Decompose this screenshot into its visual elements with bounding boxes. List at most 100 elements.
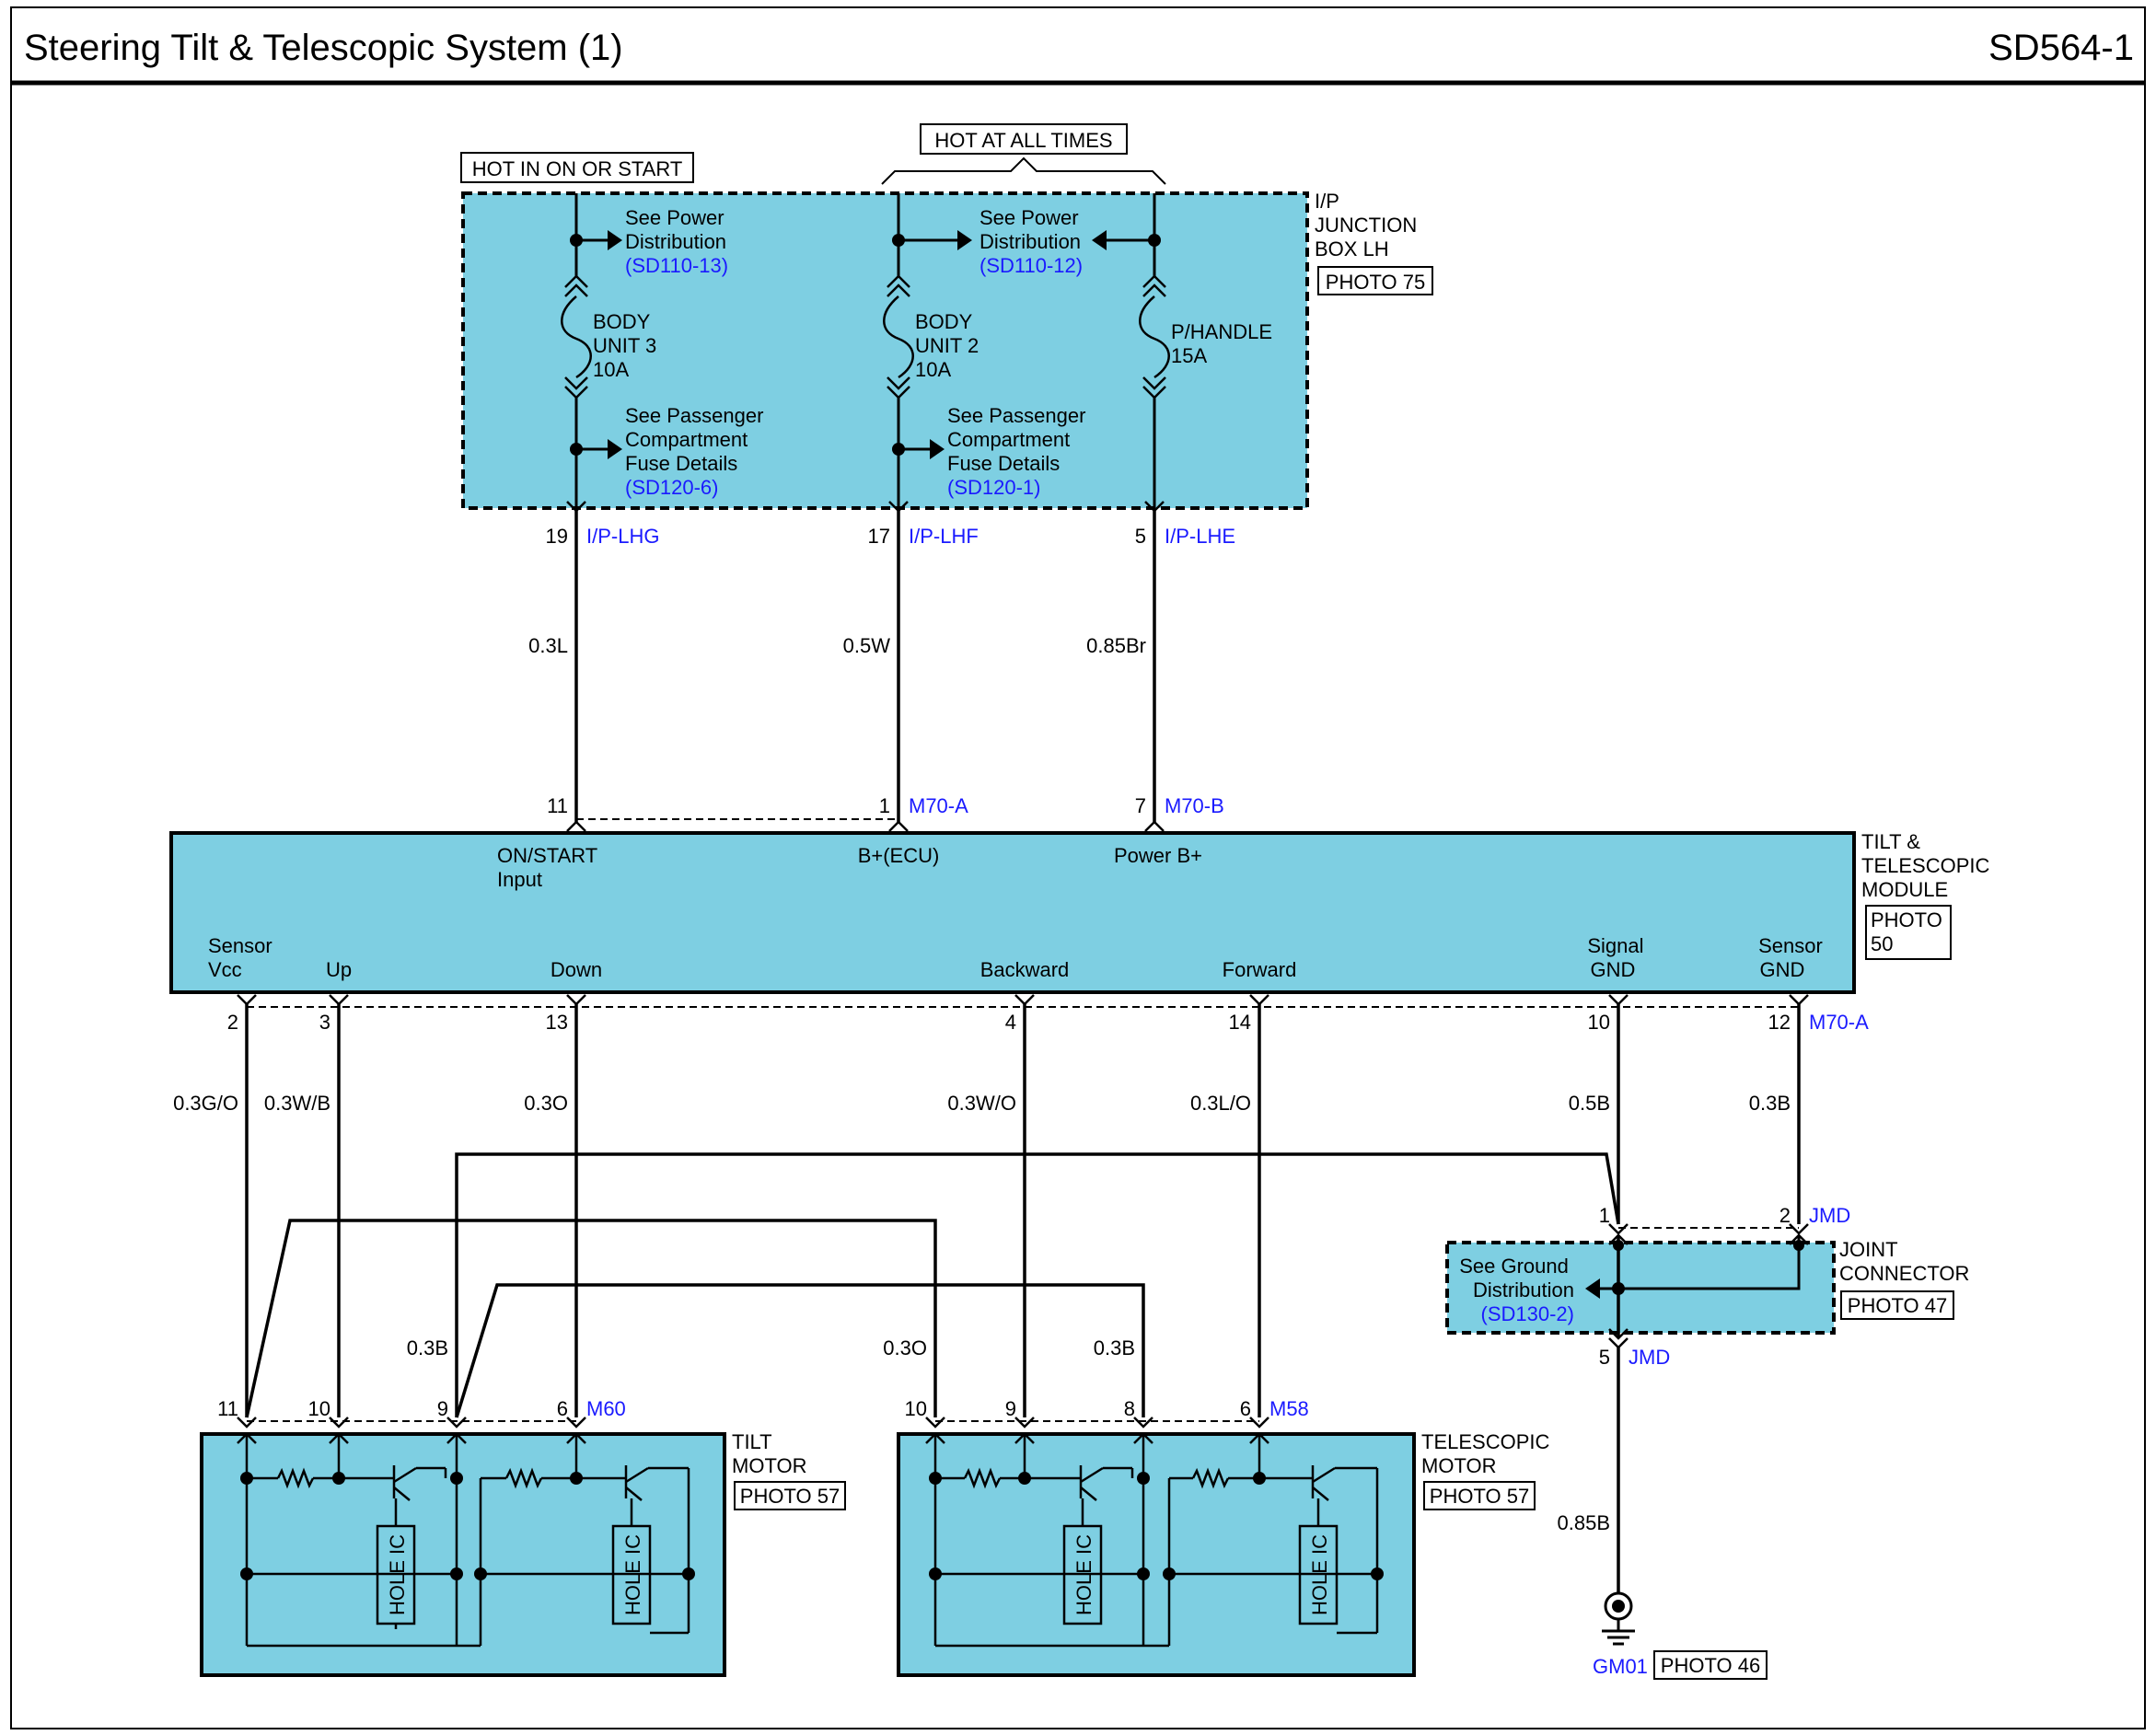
wire-label-tele-0-3o: 0.3O xyxy=(883,1336,927,1359)
ground-icon xyxy=(1602,1591,1635,1646)
tilt-hole-ic-1: HOLE IC xyxy=(386,1534,409,1615)
pin-17: 17 xyxy=(868,525,890,548)
tele-hole-ic-1: HOLE IC xyxy=(1072,1534,1095,1615)
module-b-ecu: B+(ECU) xyxy=(858,844,940,867)
wire-label-0-3w-b: 0.3W/B xyxy=(264,1092,330,1115)
wire-label-0-3g-o: 0.3G/O xyxy=(173,1092,238,1115)
out-pin-10: 10 xyxy=(1588,1011,1610,1034)
hot-always-tag xyxy=(920,123,1128,155)
conn-m58[interactable]: M58 xyxy=(1269,1397,1309,1420)
arrow-right-icon xyxy=(608,439,622,459)
hot-always-label: HOT AT ALL TIMES xyxy=(934,129,1112,152)
conn-m70-b[interactable]: M70-B xyxy=(1165,794,1224,817)
fuse-p-handle-label: P/HANDLE 15A xyxy=(1171,320,1278,367)
out-pin-14: 14 xyxy=(1229,1011,1251,1034)
conn-m60[interactable]: M60 xyxy=(586,1397,626,1420)
module-down: Down xyxy=(551,958,602,981)
module-pin-chevrons xyxy=(237,994,1809,1006)
tele-pin-10: 10 xyxy=(905,1397,927,1420)
fuse-body-unit-3-label: BODY UNIT 3 10A xyxy=(593,310,662,381)
tele-pin-6: 6 xyxy=(1240,1397,1251,1420)
module-signal-gnd: Signal GND xyxy=(1587,934,1649,981)
hot-on-start-label: HOT IN ON OR START xyxy=(472,157,683,180)
module-up: Up xyxy=(326,958,352,981)
see-power-dist-1: See Power Distribution xyxy=(625,206,730,253)
module-backward: Backward xyxy=(980,958,1070,981)
junction-box xyxy=(461,191,1309,510)
page-frame xyxy=(10,6,2146,1729)
wire-label-0-85br: 0.85Br xyxy=(1086,634,1146,657)
module-power-b: Power B+ xyxy=(1114,844,1202,867)
out-pin-4: 4 xyxy=(1005,1011,1016,1034)
fuse-body-unit-3 xyxy=(561,274,592,399)
wire-label-0-5w: 0.5W xyxy=(843,634,891,657)
ground-photo-tag xyxy=(1653,1650,1768,1680)
module-name: TILT & TELESCOPIC MODULE xyxy=(1861,830,1996,901)
arrow-left-icon xyxy=(1585,1278,1600,1299)
page-code: SD564-1 xyxy=(1988,28,2134,68)
conn-jmd-bottom[interactable]: JMD xyxy=(1629,1346,1670,1369)
see-passenger-fuse-1-ref[interactable]: (SD120-6) xyxy=(625,476,718,499)
see-ground-ref[interactable]: (SD130-2) xyxy=(1481,1302,1574,1325)
joint-pin-2: 2 xyxy=(1779,1204,1791,1227)
pin-5: 5 xyxy=(1135,525,1146,548)
conn-ip-lhf[interactable]: I/P-LHF xyxy=(909,525,979,548)
conn-jmd-top[interactable]: JMD xyxy=(1809,1204,1850,1227)
see-power-dist-1-ref[interactable]: (SD110-13) xyxy=(625,254,728,277)
tele-photo: PHOTO 57 xyxy=(1430,1485,1529,1508)
junction-box-photo: PHOTO 75 xyxy=(1326,271,1425,294)
pin-7: 7 xyxy=(1135,794,1146,817)
conn-m70-a-bottom[interactable]: M70-A xyxy=(1809,1011,1869,1034)
tele-pin-9: 9 xyxy=(1005,1397,1016,1420)
joint-photo-tag xyxy=(1840,1290,1954,1320)
joint-connector-name: JOINT CONNECTOR xyxy=(1839,1238,1969,1285)
tilt-pin-6: 6 xyxy=(557,1397,568,1420)
telescopic-motor-circuit xyxy=(933,1434,1379,1648)
wire-label-0-3b-gnd: 0.3B xyxy=(1749,1092,1791,1115)
wire-label-0-3o: 0.3O xyxy=(524,1092,568,1115)
module-output-wires xyxy=(245,1004,1801,1418)
tilt-pin-9: 9 xyxy=(437,1397,448,1420)
module-sensor-vcc: Sensor Vcc xyxy=(208,934,278,981)
wire-ip-lhe xyxy=(1144,501,1165,832)
tilt-hole-ic-2: HOLE IC xyxy=(621,1534,644,1615)
conn-ip-lhg[interactable]: I/P-LHG xyxy=(586,525,659,548)
module-photo-tag xyxy=(1865,905,1952,960)
see-power-dist-2-ref[interactable]: (SD110-12) xyxy=(979,254,1083,277)
module-forward: Forward xyxy=(1223,958,1297,981)
see-passenger-fuse-2-ref[interactable]: (SD120-1) xyxy=(947,476,1040,499)
hot-always-brace xyxy=(881,156,1166,185)
wire-label-0-3l-o: 0.3L/O xyxy=(1190,1092,1251,1115)
module-sensor-gnd: Sensor GND xyxy=(1758,934,1828,981)
conn-m70-a-top[interactable]: M70-A xyxy=(909,794,968,817)
arrow-right-icon xyxy=(957,230,972,250)
telescopic-motor-name: TELESCOPIC MOTOR xyxy=(1421,1430,1556,1477)
tilt-telescopic-module xyxy=(169,831,1856,994)
joint-pin-chevrons xyxy=(1608,1223,1809,1235)
joint-photo: PHOTO 47 xyxy=(1848,1294,1947,1317)
wire-label-0-5b: 0.5B xyxy=(1569,1092,1610,1115)
arrow-left-icon xyxy=(1092,230,1107,250)
module-on-start-input: ON/START Input xyxy=(497,844,603,891)
out-pin-13: 13 xyxy=(546,1011,568,1034)
ground-photo: PHOTO 46 xyxy=(1661,1654,1760,1677)
joint-pin-1: 1 xyxy=(1599,1204,1610,1227)
pin-1: 1 xyxy=(879,794,890,817)
conn-ip-lhe[interactable]: I/P-LHE xyxy=(1165,525,1235,548)
tilt-motor-circuit xyxy=(245,1434,690,1648)
tele-photo-tag xyxy=(1423,1481,1536,1510)
wire-label-tilt-0-3b: 0.3B xyxy=(407,1336,448,1359)
pin-19: 19 xyxy=(546,525,568,548)
see-ground-distribution: See Ground Distribution xyxy=(1459,1255,1574,1301)
fuse-body-unit-2 xyxy=(883,274,914,399)
tele-hole-ic-2: HOLE IC xyxy=(1308,1534,1331,1615)
see-passenger-fuse-1: See Passenger Compartment Fuse Details xyxy=(625,404,770,475)
out-pin-3: 3 xyxy=(319,1011,330,1034)
ground-gm01[interactable]: GM01 xyxy=(1593,1655,1648,1678)
junction-box-name: I/P JUNCTION BOX LH xyxy=(1315,190,1422,260)
arrow-right-icon xyxy=(608,230,622,250)
junction-box-photo-tag xyxy=(1317,266,1433,295)
out-pin-2: 2 xyxy=(227,1011,238,1034)
